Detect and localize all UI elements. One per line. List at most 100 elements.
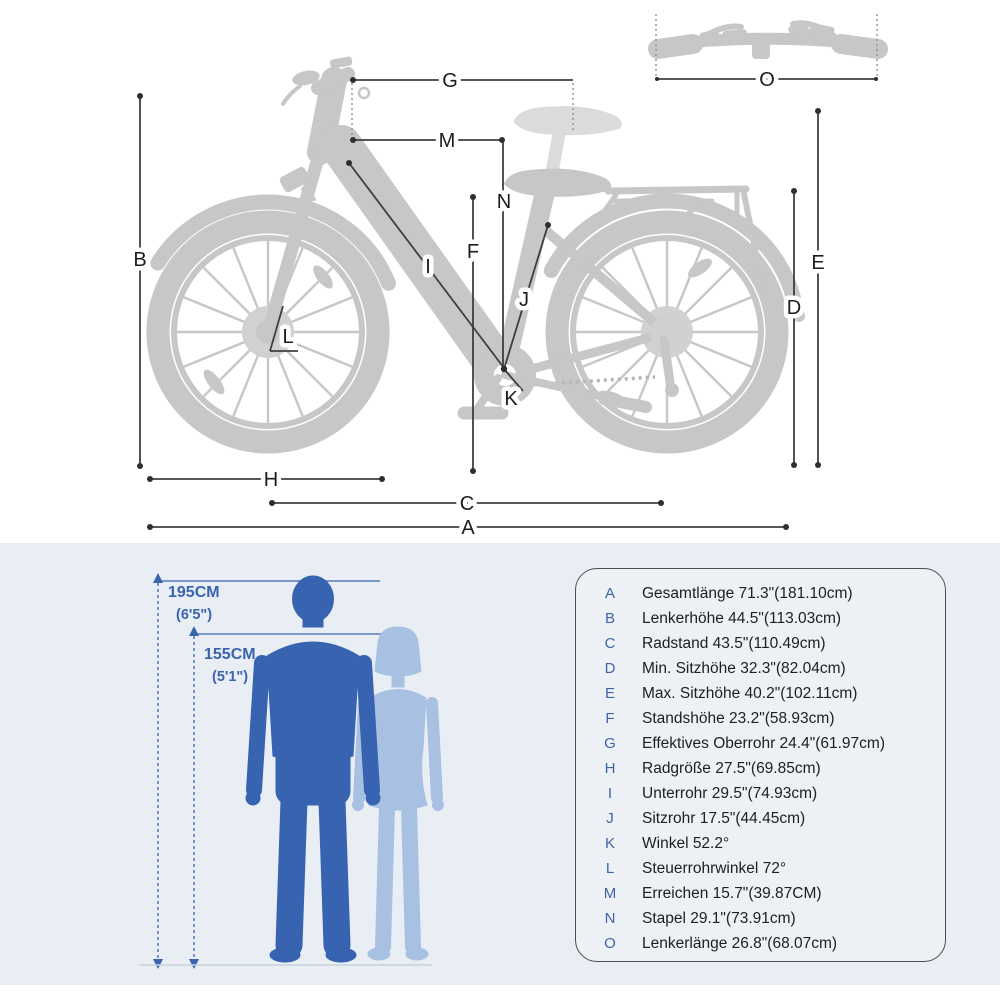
- label-A: A: [461, 517, 475, 539]
- spec-value: Sitzrohr 17.5"(44.45cm): [642, 809, 806, 827]
- cassette: [650, 316, 684, 350]
- spec-row-J: J Sitzrohr 17.5"(44.45cm): [600, 806, 945, 831]
- height-short-ft: (5'1"): [212, 669, 248, 685]
- dim-line-J: [503, 224, 549, 370]
- spec-value: Radgröße 27.5"(69.85cm): [642, 759, 821, 777]
- spoke-reflector: [203, 369, 225, 395]
- spec-letter: K: [604, 835, 615, 852]
- spec-letter: D: [604, 660, 616, 677]
- dim-line-I: [348, 162, 505, 369]
- spec-value: Steuerrohrwinkel 72°: [642, 859, 787, 877]
- spec-value: Radstand 43.5"(110.49cm): [642, 634, 826, 652]
- dim-angle-L: [269, 305, 284, 352]
- spec-value: Min. Sitzhöhe 32.3"(82.04cm): [642, 659, 846, 677]
- right-grip: [831, 34, 888, 59]
- spec-value: Gesamtlänge 71.3"(181.10cm): [642, 584, 853, 602]
- label-O: O: [759, 69, 775, 91]
- display: [722, 29, 748, 44]
- kickstand: [474, 374, 502, 412]
- spec-value: Max. Sitzhöhe 40.2"(102.11cm): [642, 684, 858, 702]
- label-D: D: [787, 297, 801, 319]
- spec-row-B: B Lenkerhöhe 44.5"(113.03cm): [600, 606, 945, 631]
- label-G: G: [442, 70, 458, 92]
- male-silhouette: [245, 575, 381, 963]
- seat-stay: [540, 225, 672, 338]
- spec-value: Lenkerlänge 26.8"(68.07cm): [642, 934, 838, 952]
- spec-row-E: E Max. Sitzhöhe 40.2"(102.11cm): [600, 681, 945, 706]
- spec-panel: A Gesamtlänge 71.3"(181.10cm) B Lenkerhöhe…: [575, 568, 946, 962]
- spec-letter: N: [604, 910, 616, 927]
- pedal: [598, 393, 652, 413]
- spec-value: Effektives Oberrohr 24.4"(61.97cm): [642, 734, 885, 752]
- rear-rack: [587, 185, 766, 291]
- spec-value: Stapel 29.1"(73.91cm): [642, 909, 796, 927]
- handlebar-side-view: [281, 56, 371, 106]
- spec-row-L: L Steuerrohrwinkel 72°: [600, 856, 945, 881]
- spec-letter: G: [604, 735, 616, 752]
- spec-row-F: F Standshöhe 23.2"(58.93cm): [600, 706, 945, 731]
- height-tall-cm: 195CM: [168, 584, 220, 601]
- spec-row-A: A Gesamtlänge 71.3"(181.10cm): [600, 581, 945, 606]
- stem-clamp: [752, 36, 770, 59]
- spec-letter: F: [605, 710, 615, 727]
- height-measure-195: [153, 573, 380, 969]
- spoke-reflector: [688, 258, 712, 278]
- spec-value: Lenkerhöhe 44.5"(113.03cm): [642, 609, 842, 627]
- height-measure-155: [189, 626, 396, 969]
- spec-letter: A: [604, 585, 615, 602]
- label-L: L: [282, 326, 293, 348]
- saddle: [504, 168, 612, 219]
- headlight: [279, 166, 316, 201]
- spec-row-H: H Radgröße 27.5"(69.85cm): [600, 756, 945, 781]
- left-grip: [648, 34, 703, 59]
- label-F: F: [467, 241, 479, 263]
- spec-value: Winkel 52.2°: [642, 834, 730, 852]
- female-hair: [374, 626, 422, 676]
- label-C: C: [460, 493, 474, 515]
- label-M: M: [439, 130, 456, 152]
- dim-angle-K: [503, 368, 524, 392]
- spec-letter: H: [604, 760, 616, 777]
- label-H: H: [264, 469, 278, 491]
- derailleur: [659, 335, 675, 387]
- handlebar-top-view: [648, 20, 888, 59]
- spec-row-M: M Erreichen 15.7"(39.87CM): [600, 881, 945, 906]
- spec-value: Standshöhe 23.2"(58.93cm): [642, 709, 835, 727]
- label-J: J: [519, 289, 529, 311]
- spec-letter: B: [604, 610, 615, 627]
- spec-letter: I: [607, 785, 613, 802]
- height-tall-ft: (6'5"): [176, 607, 212, 623]
- seat-tube: [494, 186, 554, 383]
- spec-row-D: D Min. Sitzhöhe 32.3"(82.04cm): [600, 656, 945, 681]
- figures-svg: 195CM (6'5") 155CM (5'1"): [140, 573, 444, 969]
- spec-row-G: G Effektives Oberrohr 24.4"(61.97cm): [600, 731, 945, 756]
- spec-letter: L: [605, 860, 615, 877]
- spec-row-K: K Winkel 52.2°: [600, 831, 945, 856]
- front-fender: [150, 194, 396, 291]
- spec-value: Erreichen 15.7"(39.87CM): [642, 884, 822, 902]
- spec-value: Unterrohr 29.5"(74.93cm): [642, 784, 818, 802]
- dimension-lines: [137, 77, 878, 530]
- spec-letter: E: [604, 685, 615, 702]
- size-reference-section: 195CM (6'5") 155CM (5'1") A Gesamtlänge 7…: [0, 543, 1000, 985]
- spec-row-I: I Unterrohr 29.5"(74.93cm): [600, 781, 945, 806]
- label-I: I: [425, 256, 431, 278]
- spec-letter: M: [603, 885, 617, 902]
- fork: [261, 141, 328, 339]
- label-E: E: [811, 252, 824, 274]
- dimension-dots: [137, 77, 878, 530]
- geometry-diagram-section: A B C D E F G H I J K L M N O: [133, 14, 888, 539]
- label-N: N: [497, 191, 511, 213]
- height-short-cm: 155CM: [204, 646, 256, 663]
- bike-diagram-svg: A B C D E F G H I J K L M N O: [133, 14, 888, 539]
- spoke-reflector: [313, 265, 333, 289]
- bottom-margin: [0, 985, 1000, 1000]
- spec-letter: J: [606, 810, 614, 827]
- spec-row-C: C Radstand 43.5"(110.49cm): [600, 631, 945, 656]
- spec-letter: C: [604, 635, 616, 652]
- spec-letter: O: [604, 935, 616, 952]
- spec-row-N: N Stapel 29.1"(73.91cm): [600, 906, 945, 931]
- guide-lines: [351, 14, 878, 137]
- female-silhouette: [352, 626, 444, 961]
